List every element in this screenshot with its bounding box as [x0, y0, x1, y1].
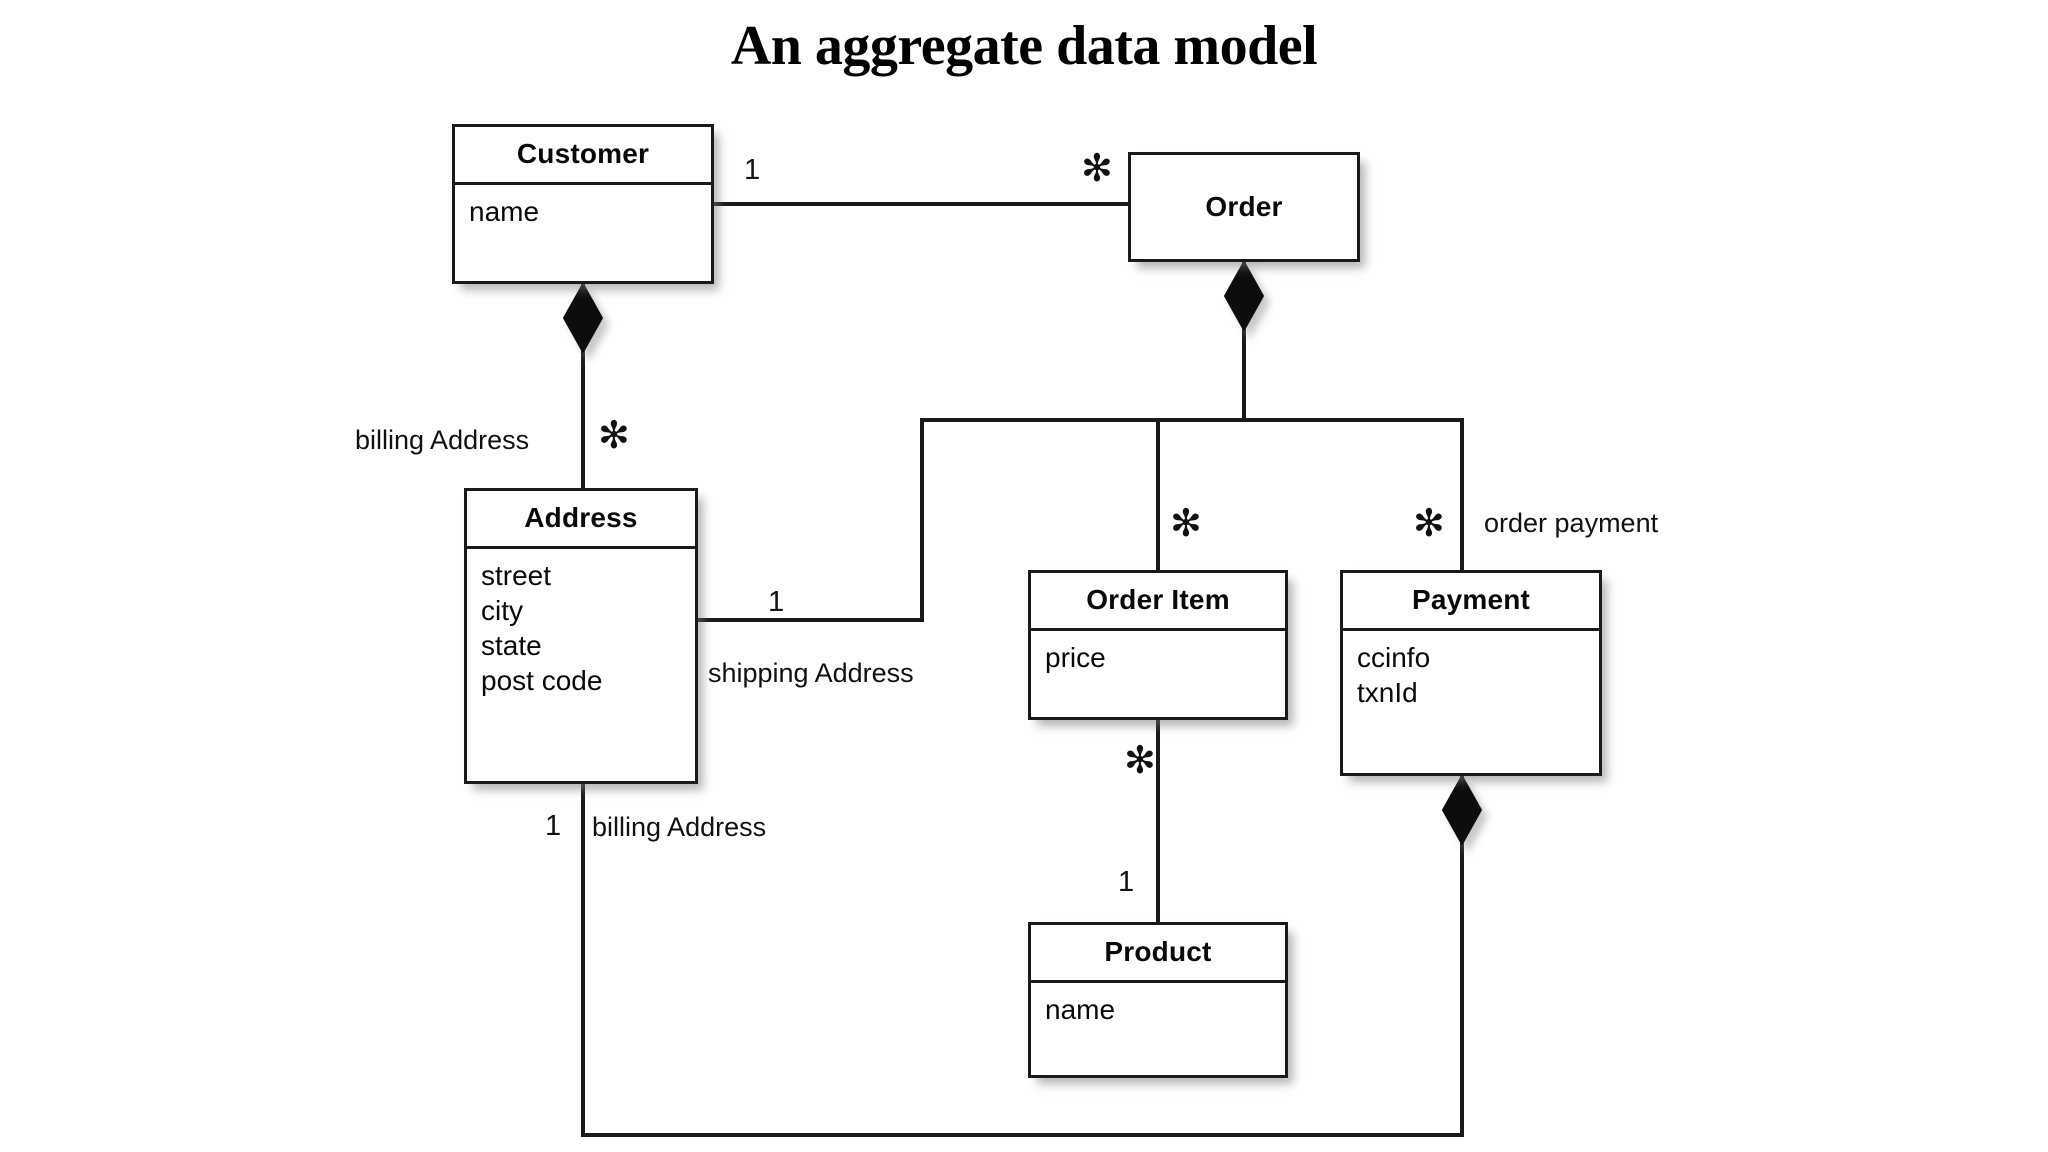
uml-class-name: Order	[1205, 191, 1283, 222]
uml-attribute: state	[481, 630, 542, 661]
composition-diamond-customer	[562, 281, 604, 355]
role-label-order-payment: order payment	[1484, 508, 1659, 538]
edge-order-shipping-address	[696, 418, 924, 622]
uml-class-name: Customer	[516, 138, 650, 169]
uml-class-order[interactable]: Order	[1128, 152, 1360, 262]
uml-attribute: street	[481, 560, 552, 591]
multiplicity-star-orderitem-product: ✻	[1124, 740, 1156, 782]
uml-compartment-divider	[455, 182, 711, 185]
uml-attribute: name	[1045, 994, 1116, 1025]
uml-class-name: Product	[1104, 936, 1212, 967]
uml-class-name: Address	[524, 502, 638, 533]
multiplicity-address-billing-one: 1	[545, 810, 562, 842]
uml-attribute-list: price	[1031, 631, 1285, 685]
uml-attribute: name	[469, 196, 540, 227]
uml-compartment-divider	[1031, 980, 1285, 983]
role-label-shipping-address: shipping Address	[708, 658, 914, 688]
uml-attribute: price	[1045, 642, 1106, 673]
uml-attribute: city	[481, 595, 523, 626]
uml-compartment-divider	[1031, 628, 1285, 631]
uml-attribute: ccinfo	[1357, 642, 1431, 673]
multiplicity-star-order-orderitem: ✻	[1170, 503, 1202, 545]
role-label-billing-address-top: billing Address	[355, 425, 530, 455]
multiplicity-orderitem-product-one: 1	[1118, 866, 1135, 898]
uml-attribute-list: ccinfo txnId	[1343, 631, 1599, 720]
uml-class-order-item[interactable]: Order Item price	[1028, 570, 1288, 720]
multiplicity-star-order-payment: ✻	[1413, 503, 1445, 545]
composition-diamond-payment	[1441, 773, 1483, 847]
page-title: An aggregate data model	[730, 15, 1318, 77]
edge-payment-billing-address	[581, 774, 1464, 1137]
uml-class-name: Payment	[1411, 584, 1531, 615]
uml-class-payment[interactable]: Payment ccinfo txnId	[1340, 570, 1602, 776]
uml-class-name: Order Item	[1086, 584, 1230, 615]
uml-class-customer[interactable]: Customer name	[452, 124, 714, 284]
role-label-billing-address-bottom: billing Address	[592, 812, 767, 842]
uml-attribute-list: name	[1031, 983, 1285, 1037]
uml-class-product[interactable]: Product name	[1028, 922, 1288, 1078]
composition-diamond-order	[1223, 259, 1265, 333]
uml-attribute-list: street city state post code	[467, 549, 695, 708]
uml-compartment-divider	[1343, 628, 1599, 631]
multiplicity-customer-order-one: 1	[744, 154, 761, 186]
uml-attribute: post code	[481, 665, 603, 696]
multiplicity-star-customer-order: ✻	[1081, 148, 1113, 190]
multiplicity-address-shipping-one: 1	[768, 586, 785, 618]
uml-attribute-list: name	[455, 185, 711, 239]
uml-compartment-divider	[467, 546, 695, 549]
multiplicity-star-customer-address: ✻	[598, 415, 630, 457]
uml-attribute: txnId	[1357, 677, 1418, 708]
uml-class-address[interactable]: Address street city state post code	[464, 488, 698, 784]
